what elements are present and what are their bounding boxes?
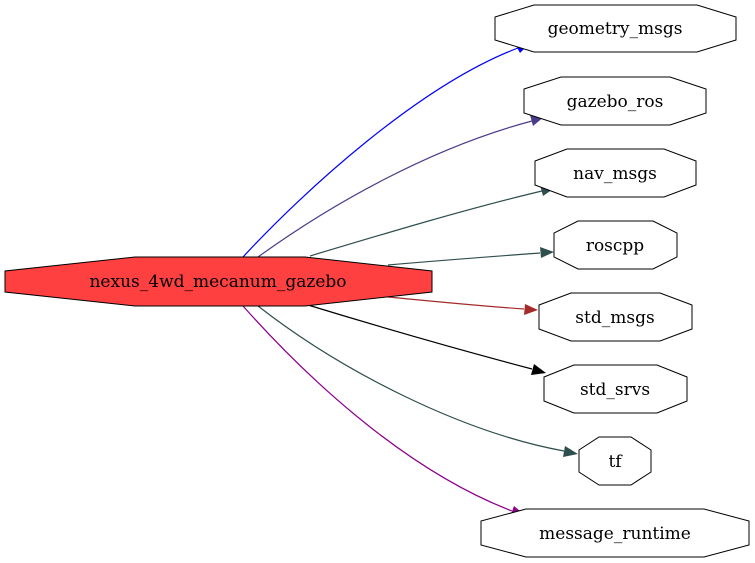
edge-to-nav-msgs xyxy=(309,190,543,257)
std-msgs-node-shape xyxy=(538,292,693,342)
arrowhead-roscpp xyxy=(540,247,554,258)
node-tf[interactable]: tf xyxy=(578,436,652,486)
node-std-srvs[interactable]: std_srvs xyxy=(543,364,688,414)
node-std-msgs[interactable]: std_msgs xyxy=(538,292,693,342)
message-runtime-label: message_runtime xyxy=(539,524,691,544)
nav-msgs-node-shape xyxy=(534,148,697,198)
edge-to-roscpp xyxy=(387,252,541,266)
node-geometry-msgs[interactable]: geometry_msgs xyxy=(494,4,737,53)
arrowhead-std-msgs xyxy=(524,304,538,315)
gazebo-ros-node-shape xyxy=(523,76,707,126)
std-srvs-node-shape xyxy=(543,364,688,414)
edge-to-std-msgs xyxy=(387,296,525,310)
arrowhead-tf xyxy=(563,446,578,457)
source-node-shape xyxy=(4,256,433,307)
edge-to-std-srvs xyxy=(307,304,533,370)
message-runtime-node-shape xyxy=(480,508,750,558)
roscpp-node-shape xyxy=(553,220,678,270)
arrowhead-std-srvs xyxy=(531,364,546,375)
gazebo-ros-label: gazebo_ros xyxy=(567,92,664,112)
source-node-label: nexus_4wd_mecanum_gazebo xyxy=(89,272,346,292)
tf-label: tf xyxy=(608,452,623,472)
edge-to-geometry-msgs xyxy=(242,47,519,258)
geometry-msgs-node-shape xyxy=(494,4,737,53)
std-msgs-label: std_msgs xyxy=(575,308,654,328)
edge-to-message-runtime xyxy=(242,305,513,512)
nav-msgs-label: nav_msgs xyxy=(573,164,657,184)
node-message-runtime[interactable]: message_runtime xyxy=(480,508,750,558)
node-roscpp[interactable]: roscpp xyxy=(553,220,678,270)
node-nav-msgs[interactable]: nav_msgs xyxy=(534,148,697,198)
edge-to-tf xyxy=(257,305,565,452)
roscpp-label: roscpp xyxy=(586,236,644,256)
edge-to-gazebo-ros xyxy=(257,120,533,258)
tf-node-shape xyxy=(578,436,652,486)
node-nexus-4wd-mecanum-gazebo[interactable]: nexus_4wd_mecanum_gazebo xyxy=(4,256,433,307)
std-srvs-label: std_srvs xyxy=(580,380,650,400)
geometry-msgs-label: geometry_msgs xyxy=(548,19,683,39)
node-gazebo-ros[interactable]: gazebo_ros xyxy=(523,76,707,126)
nodes-layer: nexus_4wd_mecanum_gazebo geometry_msgs g… xyxy=(4,4,750,558)
